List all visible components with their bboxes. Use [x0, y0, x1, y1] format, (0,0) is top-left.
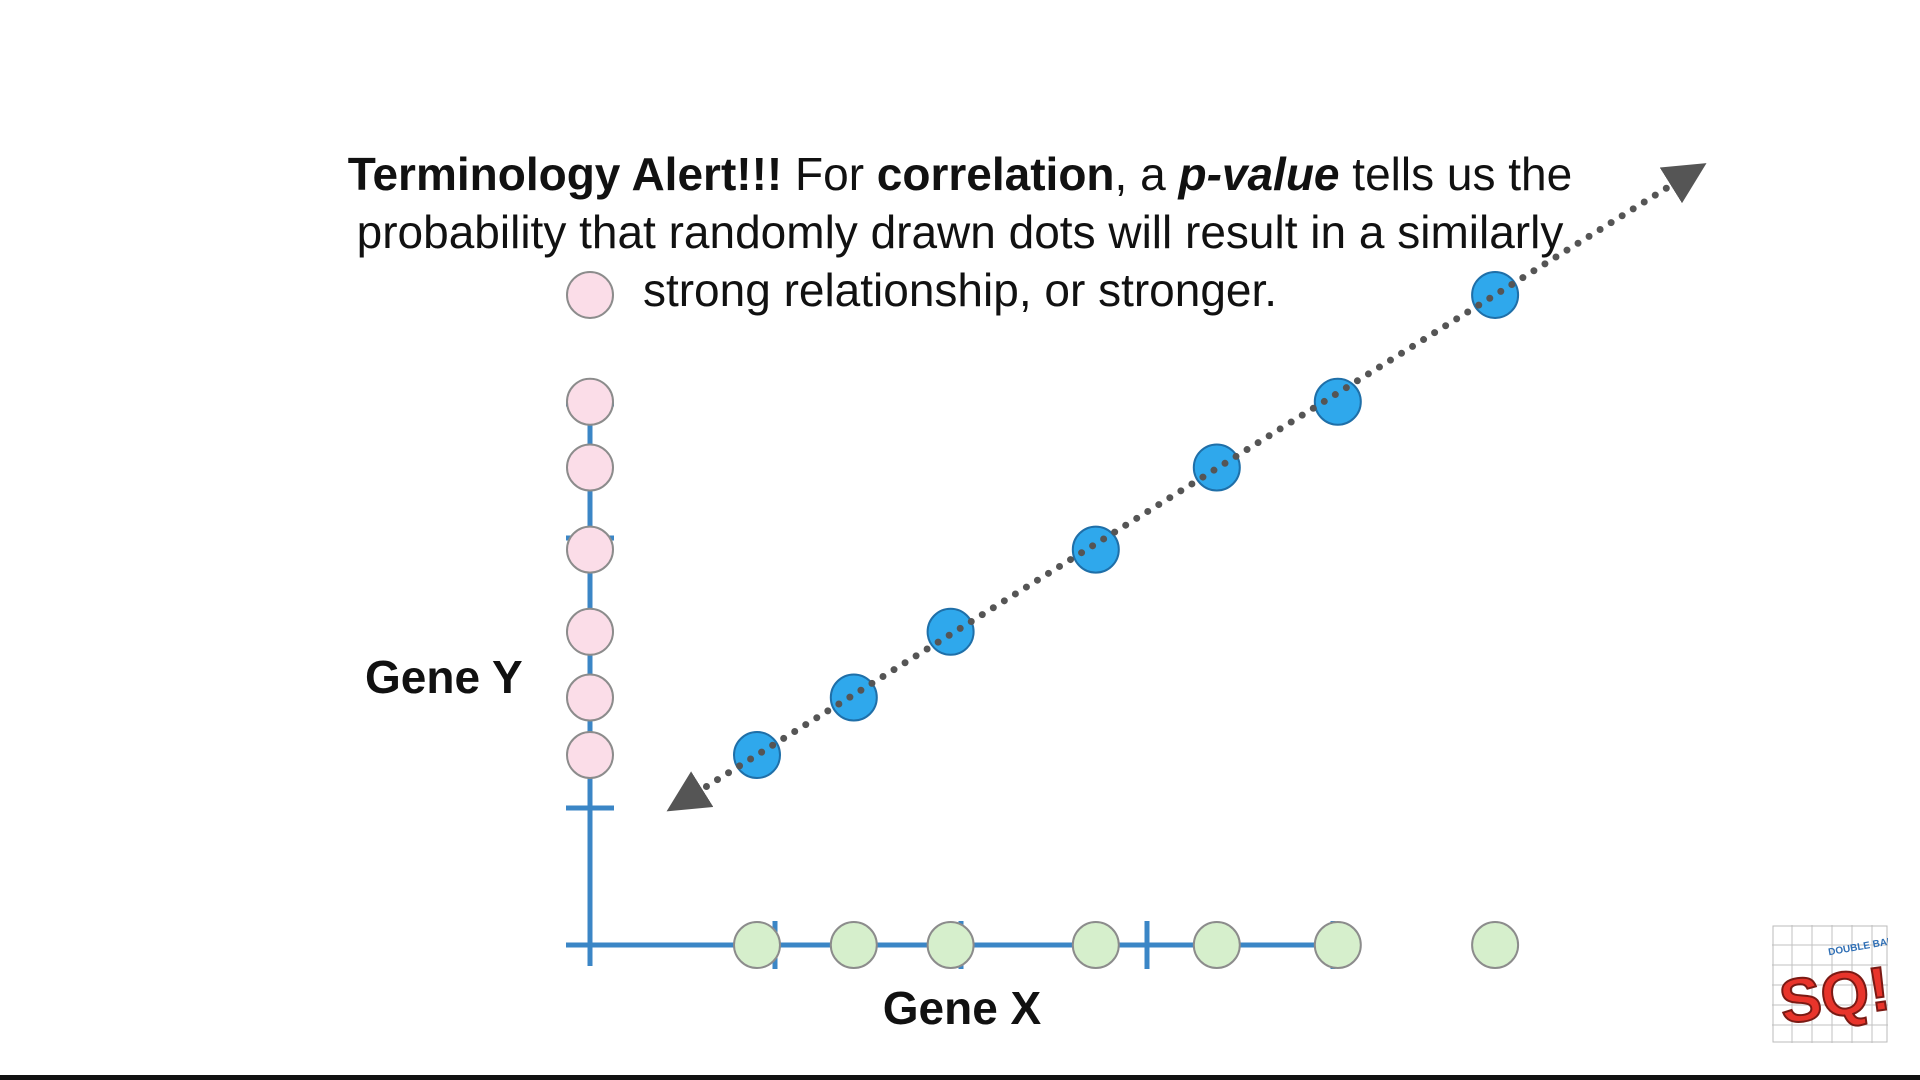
- y-projection-point: [566, 731, 614, 779]
- x-axis-label: Gene X: [883, 982, 1042, 1034]
- data-point: [926, 607, 975, 656]
- x-projection-point: [1071, 921, 1120, 969]
- trend-line: [666, 163, 1707, 812]
- x-projection-point: [829, 921, 878, 969]
- y-axis-label: Gene Y: [365, 651, 523, 703]
- logo-grid: [1772, 925, 1888, 1043]
- y-projection-point: [566, 525, 614, 574]
- y-projection-point: [566, 607, 614, 656]
- y-projection-points: [566, 270, 614, 779]
- y-projection-point: [566, 673, 614, 722]
- x-projection-point: [1192, 921, 1241, 969]
- y-projection-point: [566, 443, 614, 492]
- x-projection-point: [926, 921, 975, 969]
- logo-letters: SQ!: [1775, 954, 1888, 1038]
- statquest-logo: SQ! DOUBLE BAM!!!: [1772, 925, 1888, 1043]
- y-projection-point: [566, 270, 614, 319]
- data-point: [1192, 443, 1241, 492]
- x-projection-point: [733, 921, 781, 969]
- x-projection-point: [1313, 921, 1362, 969]
- x-projection-point: [1471, 921, 1520, 969]
- y-projection-point: [566, 377, 614, 426]
- x-projection-points: [733, 921, 1520, 969]
- bottom-bar: [0, 1075, 1920, 1080]
